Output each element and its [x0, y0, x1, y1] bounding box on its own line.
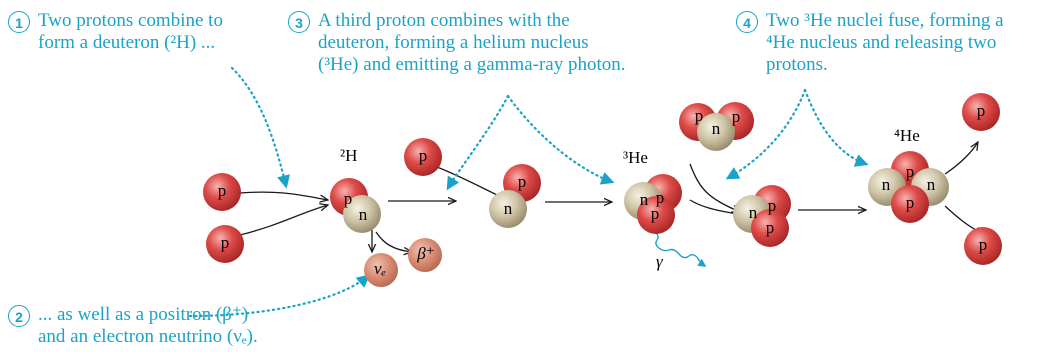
step-1-line-1: Two protons combine to — [8, 10, 223, 32]
step-3-line-2: deuteron, forming a helium nucleus — [288, 32, 626, 54]
released-proton-2-letter: p — [963, 235, 1003, 255]
callout-3-arrow-left — [448, 96, 508, 188]
step-4-caption: 4 Two ³He nuclei fuse, forming a ⁴He nuc… — [736, 10, 1004, 76]
he3b-neutron-letter: n — [696, 119, 736, 139]
step-3-caption: 3 A third proton combines with the deute… — [288, 10, 626, 76]
step-3-line-1: A third proton combines with the — [288, 10, 626, 32]
step-4-line-1: Two ³He nuclei fuse, forming a — [736, 10, 1004, 32]
deuteron-neutron-letter: n — [343, 205, 383, 225]
positron-letter: β⁺ — [406, 244, 446, 264]
step-2-line-1: ... as well as a positron (β⁺) — [8, 304, 258, 326]
step-1-line-2: form a deuteron (²H) ... — [8, 32, 223, 54]
he4-proton-b-letter: p — [890, 193, 930, 213]
intermediate-proton-letter: p — [502, 172, 542, 192]
step-4-badge: 4 — [736, 11, 758, 33]
fusing-proton-b-letter: p — [750, 218, 790, 238]
callout-4-arrow-right — [805, 90, 866, 164]
step-4-line-3: protons. — [736, 54, 1004, 76]
arrow-p1-to-deuteron — [240, 192, 328, 200]
helium4-label: ⁴He — [894, 126, 920, 146]
helium3-label: ³He — [623, 148, 648, 168]
proton-2-letter: p — [205, 233, 245, 253]
step-4-line-2: ⁴He nucleus and releasing two — [736, 32, 1004, 54]
arrow-p2-to-deuteron — [240, 205, 328, 235]
released-proton-1-letter: p — [961, 101, 1001, 121]
arrow-release-p1 — [945, 142, 978, 174]
proton-3-letter: p — [403, 146, 443, 166]
deuteron-label: ²H — [340, 146, 357, 166]
callout-1-arrow — [232, 68, 286, 186]
he4-neutron-a-letter: n — [866, 175, 906, 195]
step-1-caption: 1 Two protons combine to form a deuteron… — [8, 10, 223, 54]
step-2-line-2: and an electron neutrino (νₑ). — [8, 326, 258, 348]
step-1-badge: 1 — [8, 11, 30, 33]
step-3-line-3: (³He) and emitting a gamma-ray photon. — [288, 54, 626, 76]
intermediate-neutron-letter: n — [488, 199, 528, 219]
neutrino-letter: νₑ — [360, 259, 400, 279]
gamma-label: γ — [656, 252, 663, 272]
proton-1-letter: p — [202, 181, 242, 201]
step-3-badge: 3 — [288, 11, 310, 33]
arrow-he3-fuse — [690, 200, 738, 214]
step-2-badge: 2 — [8, 305, 30, 327]
fusing-proton-a-letter: p — [752, 196, 792, 216]
step-2-caption: 2 ... as well as a positron (β⁺) and an … — [8, 304, 258, 348]
he3-proton-b-letter: p — [635, 204, 675, 224]
he4-neutron-b-letter: n — [911, 175, 951, 195]
